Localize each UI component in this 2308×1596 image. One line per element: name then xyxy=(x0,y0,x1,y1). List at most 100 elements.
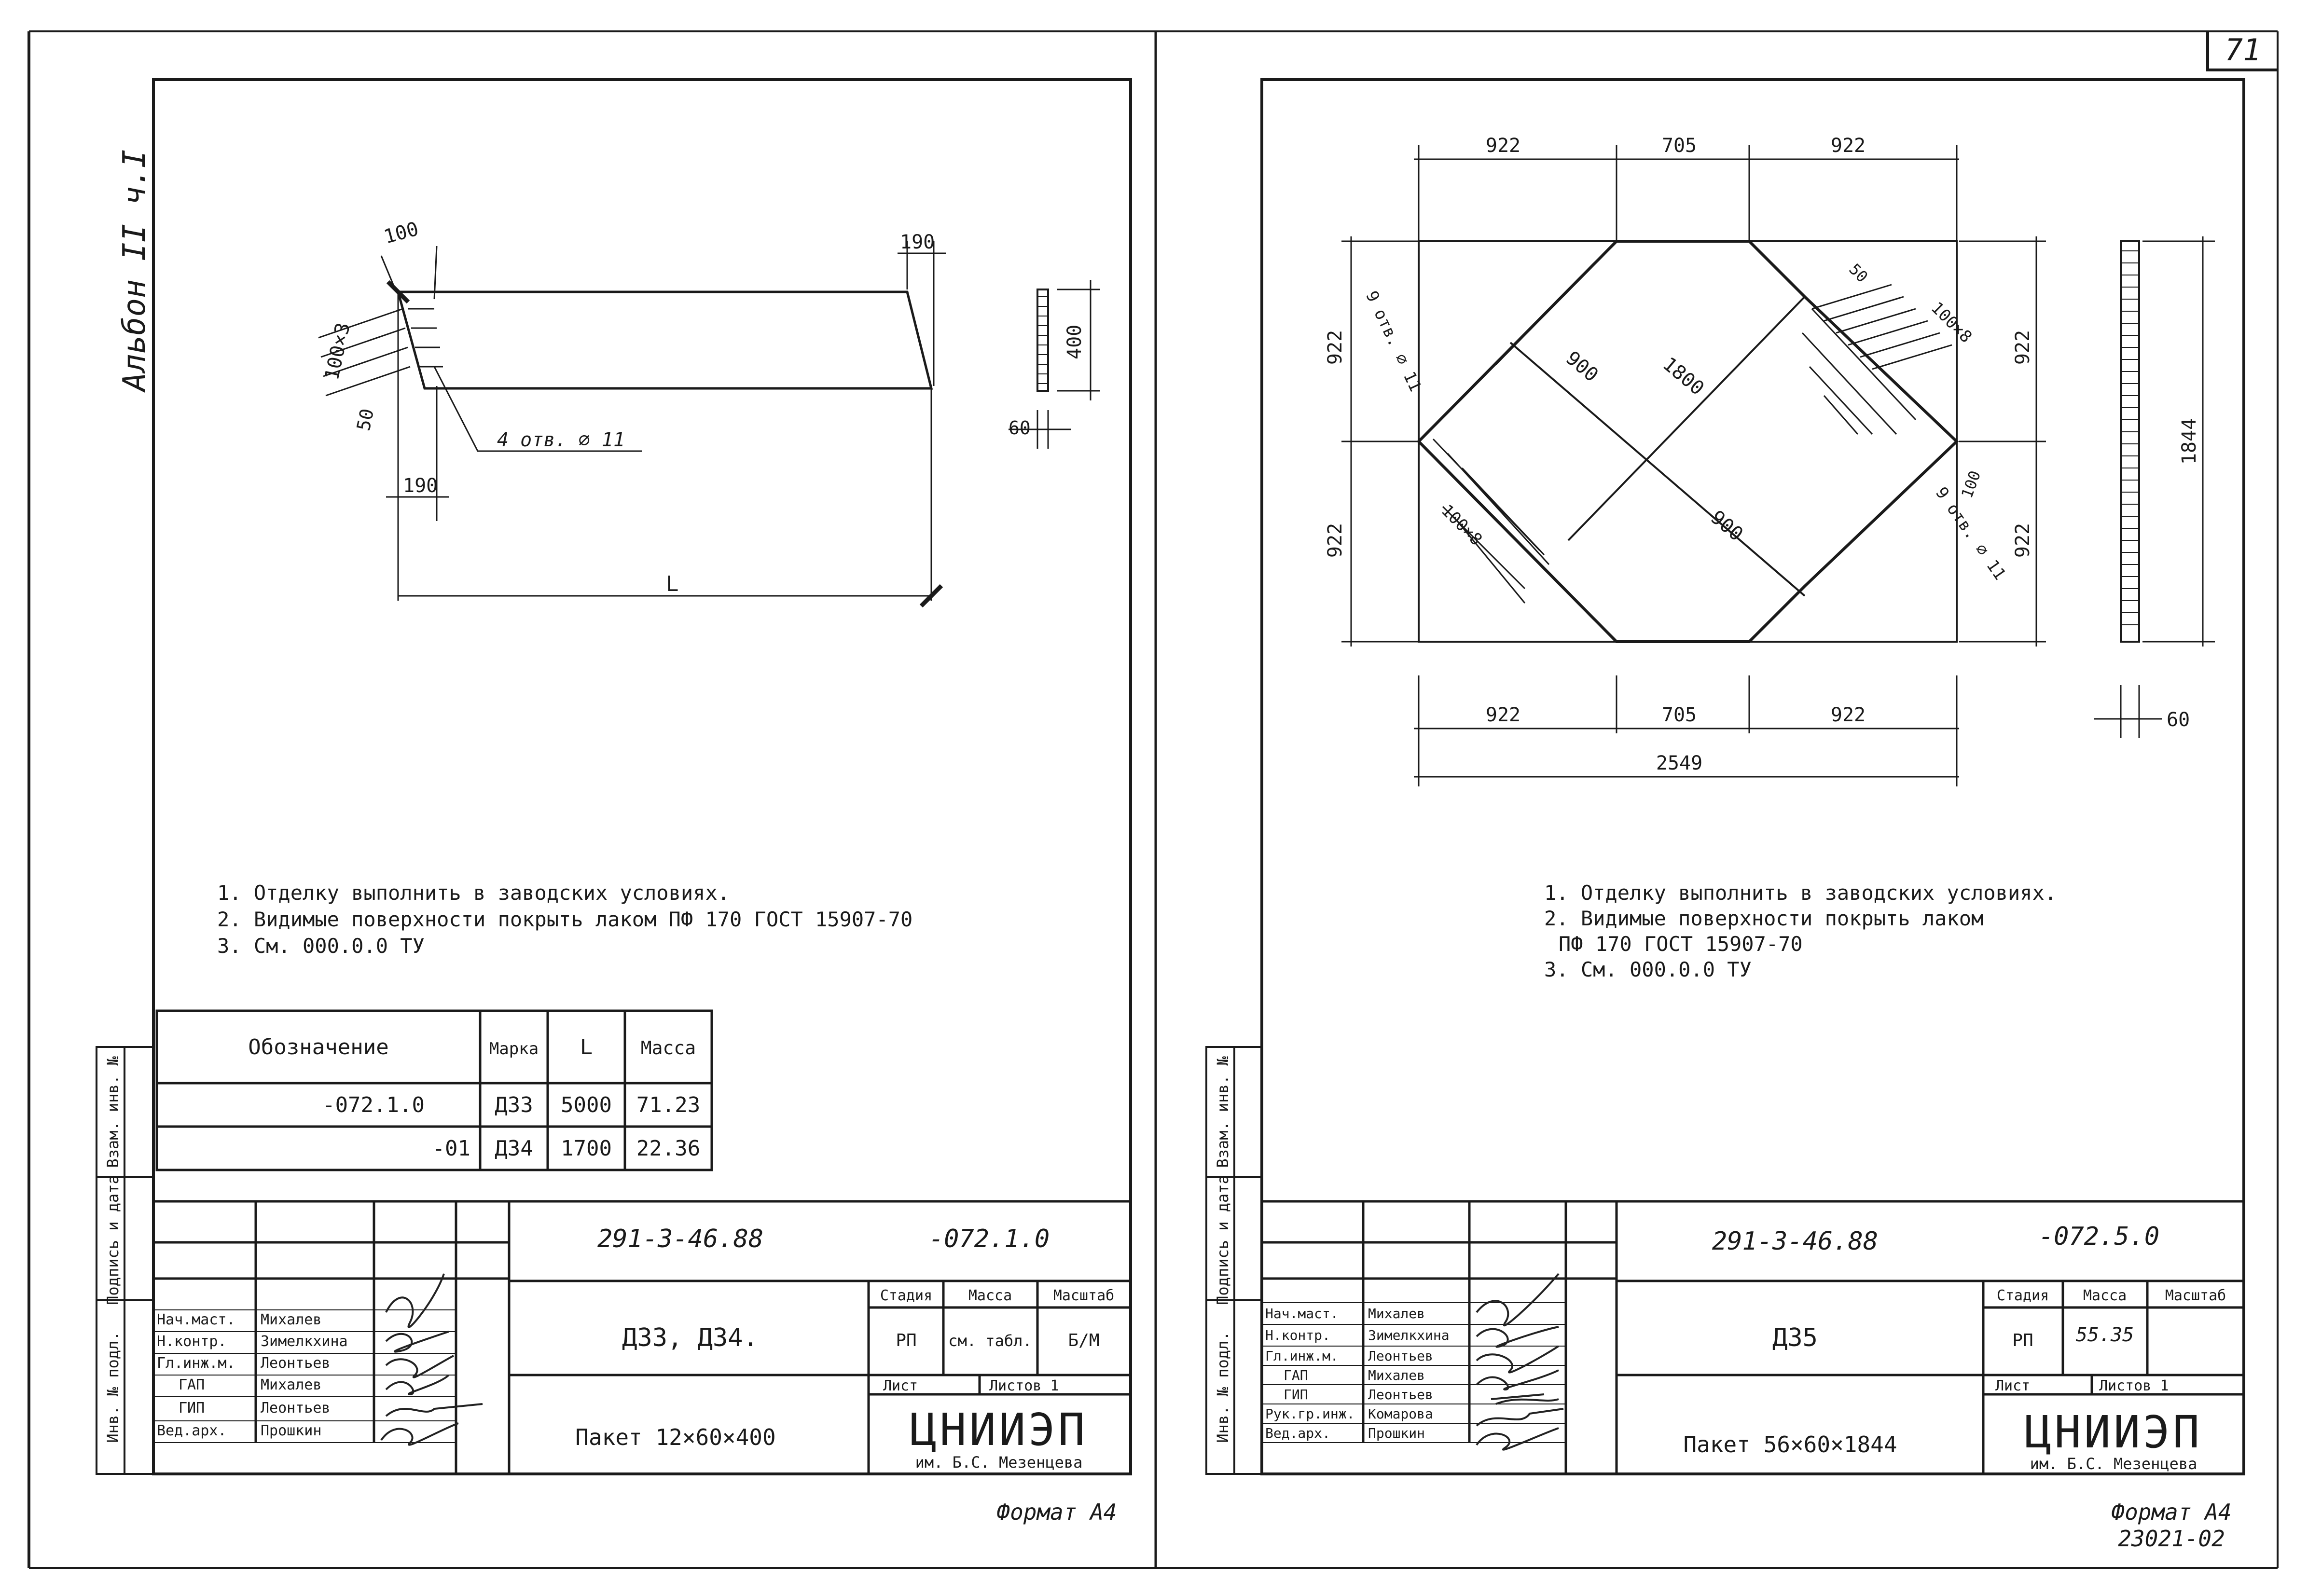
table-row-1-mass: 71.23 xyxy=(636,1093,700,1117)
right-role-6: Рук.гр.инж. xyxy=(1265,1406,1354,1422)
right-mass-value: 55.35 xyxy=(2076,1324,2134,1346)
archive-code: 23021-02 xyxy=(2118,1526,2225,1552)
left-role-4: ГАП xyxy=(179,1376,205,1393)
right-diag-1800: 1800 xyxy=(1658,353,1708,399)
left-org-sub: им. Б.С. Мезенцева xyxy=(915,1453,1083,1472)
right-item-name: Д35 xyxy=(1772,1323,1818,1352)
right-stage-header: Стадия xyxy=(1997,1287,2049,1304)
right-diag-900-a: 900 xyxy=(1562,347,1603,386)
right-step-top: 100×8 xyxy=(1927,298,1976,347)
left-mass-value: см. табл. xyxy=(948,1332,1032,1350)
table-row-2-length: 1700 xyxy=(561,1136,612,1161)
right-sheet-label: Лист xyxy=(1995,1377,2030,1394)
left-spec-table-text: Обозначение Марка L Масса -072.1.0 Д33 5… xyxy=(248,1035,700,1161)
left-doc-sub: -072.1.0 xyxy=(929,1225,1050,1253)
right-titleblock xyxy=(1262,1200,2244,1474)
sheet-frames xyxy=(28,30,2279,1569)
right-name-5: Леонтьев xyxy=(1368,1387,1433,1403)
left-stage-header: Стадия xyxy=(880,1287,932,1304)
album-label: Альбон II ч.I xyxy=(117,150,152,393)
right-holes-top: 9 отв. ⌀ 11 xyxy=(1362,288,1425,395)
table-row-2-mark: Д34 xyxy=(495,1136,533,1161)
right-step-bottom: 100×8 xyxy=(1437,501,1486,550)
right-org-sub: им. Б.С. Мезенцева xyxy=(2030,1455,2197,1473)
right-notes: 1. Отделку выполнить в заводских условия… xyxy=(1544,881,2057,981)
right-side-label-inv: Инв. № подл. xyxy=(1214,1331,1232,1443)
right-side-strip xyxy=(1205,1046,1263,1475)
right-note-4: 3. См. 000.0.0 ТУ xyxy=(1544,958,1752,981)
right-stage-value: РП xyxy=(2012,1331,2033,1350)
right-dim-bottom-2: 705 xyxy=(1662,704,1697,726)
left-dim-bottom-left: 190 xyxy=(403,475,438,497)
left-dim-length: L xyxy=(666,572,679,596)
left-dim-top-right: 190 xyxy=(900,231,935,253)
left-name-5: Леонтьев xyxy=(261,1400,331,1417)
right-dim-right-2: 922 xyxy=(2012,523,2034,558)
left-name-6: Прошкин xyxy=(261,1422,321,1439)
right-dim-left-1: 922 xyxy=(1324,330,1346,365)
right-dim-top-3: 922 xyxy=(1831,135,1866,157)
right-signatures xyxy=(1476,1273,1564,1451)
right-note-2: 2. Видимые поверхности покрыть лаком xyxy=(1544,907,1983,930)
left-role-1: Нач.маст. xyxy=(157,1311,235,1328)
right-scale-header: Масштаб xyxy=(2165,1287,2226,1304)
right-dimension-labels: 922 705 922 922 705 922 2549 922 922 922… xyxy=(1324,135,2200,774)
right-small-50: 50 xyxy=(1845,260,1871,286)
left-side-label-inv: Инв. № подл. xyxy=(104,1331,122,1443)
right-name-1: Михалев xyxy=(1368,1306,1425,1321)
left-name-1: Михалев xyxy=(261,1311,321,1328)
right-note-1: 1. Отделку выполнить в заводских условия… xyxy=(1544,881,2057,905)
right-side-label-replace: Взам. инв. № xyxy=(1214,1056,1232,1168)
table-row-2-designation: -01 xyxy=(432,1136,470,1161)
left-stage-value: РП xyxy=(896,1331,916,1350)
left-titleblock-text: 291-3-46.88 -072.1.0 Д33, Д34. Пакет 12×… xyxy=(157,1225,1114,1472)
right-role-1: Нач.маст. xyxy=(1265,1306,1339,1321)
right-format-label: Формат А4 xyxy=(2111,1499,2231,1525)
right-name-3: Леонтьев xyxy=(1368,1348,1433,1364)
right-mass-header: Масса xyxy=(2083,1287,2127,1304)
right-side-label-sign: Подпись и дата xyxy=(1214,1175,1232,1305)
table-header-mark: Марка xyxy=(489,1039,539,1059)
left-spec-table xyxy=(155,1009,713,1171)
right-part-drawing xyxy=(1341,145,2215,786)
right-role-4: ГАП xyxy=(1284,1367,1308,1383)
left-format-label: Формат А4 xyxy=(996,1499,1117,1525)
table-header-length: L xyxy=(580,1035,593,1059)
right-dim-height: 1844 xyxy=(2178,418,2200,465)
left-side-strip-labels: Инв. № подл. Подпись и дата Взам. инв. № xyxy=(104,1056,122,1443)
right-role-5: ГИП xyxy=(1284,1387,1308,1403)
right-dim-left-2: 922 xyxy=(1324,523,1346,558)
table-row-1-designation: -072.1.0 xyxy=(322,1093,425,1117)
left-note-1: 1. Отделку выполнить в заводских условия… xyxy=(217,881,730,905)
left-dim-thickness: 60 xyxy=(1009,417,1031,439)
right-dim-thickness: 60 xyxy=(2167,709,2190,731)
left-scale-value: Б/М xyxy=(1068,1331,1099,1350)
left-role-2: Н.контр. xyxy=(157,1333,227,1350)
table-row-2-mass: 22.36 xyxy=(636,1136,700,1161)
left-item-name: Д33, Д34. xyxy=(622,1323,758,1352)
right-package: Пакет 56×60×1844 xyxy=(1683,1431,1897,1458)
right-doc-sub: -072.5.0 xyxy=(2039,1222,2159,1251)
right-role-3: Гл.инж.м. xyxy=(1265,1348,1339,1364)
right-small-100: 100 xyxy=(1958,468,1984,500)
left-mass-header: Масса xyxy=(968,1287,1012,1304)
left-note-2: 2. Видимые поверхности покрыть лаком ПФ … xyxy=(217,908,912,931)
right-name-7: Прошкин xyxy=(1368,1425,1425,1441)
right-dim-right-1: 922 xyxy=(2012,330,2034,365)
left-scale-header: Масштаб xyxy=(1053,1287,1114,1304)
left-role-6: Вед.арх. xyxy=(157,1422,227,1439)
left-titleblock xyxy=(153,1200,1131,1474)
left-dim-side-small: 50 xyxy=(353,407,378,433)
table-header-designation: Обозначение xyxy=(248,1035,388,1059)
left-holes-label: 4 отв. ⌀ 11 xyxy=(497,429,625,451)
right-org-name: ЦНИИЭП xyxy=(2025,1406,2202,1458)
right-name-4: Михалев xyxy=(1368,1367,1425,1383)
right-name-6: Комарова xyxy=(1368,1406,1433,1422)
left-dim-side-stack: 100×3 xyxy=(321,321,355,382)
left-org-name: ЦНИИЭП xyxy=(910,1404,1088,1456)
right-doc-code: 291-3-46.88 xyxy=(1712,1227,1878,1256)
right-titleblock-text: 291-3-46.88 -072.5.0 Д35 Пакет 56×60×184… xyxy=(1265,1222,2226,1473)
right-dim-top-2: 705 xyxy=(1662,135,1697,157)
left-role-5: ГИП xyxy=(179,1400,205,1417)
left-notes: 1. Отделку выполнить в заводских условия… xyxy=(217,881,912,958)
